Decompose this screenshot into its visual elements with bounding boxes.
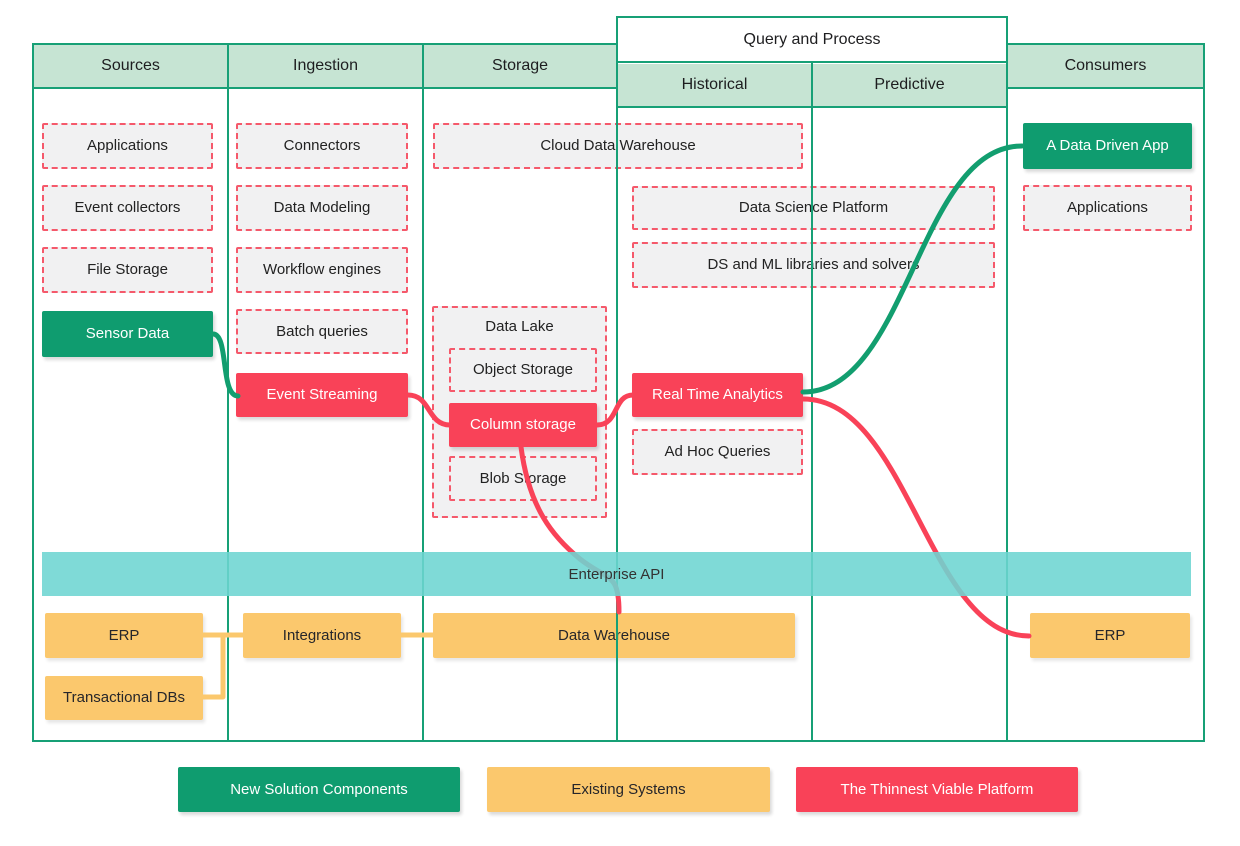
column-header-ingestion: Ingestion — [229, 45, 422, 87]
column-divider-sources-ingestion — [227, 43, 229, 741]
legend-thinnest-viable-platform: The Thinnest Viable Platform — [796, 767, 1078, 812]
enterprise-api-band: Enterprise API — [42, 552, 1191, 596]
node-storage-object-storage: Object Storage — [449, 348, 597, 392]
column-header-consumers-label: Consumers — [1064, 57, 1147, 74]
column-header-predictive: Predictive — [813, 64, 1006, 106]
node-query-ad-hoc-queries: Ad Hoc Queries — [632, 429, 803, 475]
node-storage-cloud-data-warehouse: Cloud Data Warehouse — [433, 123, 803, 169]
column-header-query-and-process-label: Query and Process — [743, 30, 881, 48]
node-ingestion-event-streaming: Event Streaming — [236, 373, 408, 417]
node-sources-event-collectors: Event collectors — [42, 185, 213, 231]
column-divider-right — [1203, 43, 1205, 741]
column-header-ingestion-label: Ingestion — [293, 57, 358, 74]
table-top-border-left — [32, 43, 618, 45]
column-divider-historical-predictive — [811, 63, 813, 741]
table-top-border-right — [1006, 43, 1205, 45]
subheader-bottom-border — [616, 106, 1008, 108]
node-sources-applications: Applications — [42, 123, 213, 169]
column-header-sources-label: Sources — [101, 57, 160, 74]
column-divider-storage-historical — [616, 16, 618, 741]
legend-new-solution-components: New Solution Components — [178, 767, 460, 812]
column-divider-predictive-consumers — [1006, 16, 1008, 741]
node-storage-column-storage: Column storage — [449, 403, 597, 447]
node-consumers-data-driven-app: A Data Driven App — [1023, 123, 1192, 169]
column-header-predictive-label: Predictive — [874, 76, 945, 93]
node-ingestion-data-modeling: Data Modeling — [236, 185, 408, 231]
node-sources-file-storage: File Storage — [42, 247, 213, 293]
connector-transactional-dbs-to-junction — [203, 637, 226, 700]
node-existing-erp-left: ERP — [45, 613, 203, 658]
node-storage-blob-storage: Blob Storage — [449, 456, 597, 501]
node-existing-data-warehouse: Data Warehouse — [433, 613, 795, 658]
column-header-historical-label: Historical — [681, 76, 748, 93]
node-ingestion-batch-queries: Batch queries — [236, 309, 408, 354]
column-header-storage: Storage — [424, 45, 616, 87]
node-consumers-applications: Applications — [1023, 185, 1192, 231]
node-existing-integrations: Integrations — [243, 613, 401, 658]
column-header-query-and-process: Query and Process — [616, 16, 1008, 63]
column-header-consumers: Consumers — [1008, 45, 1203, 87]
flow-real-time-analytics-to-erp — [800, 396, 1032, 639]
column-divider-ingestion-storage — [422, 43, 424, 741]
column-header-storage-label: Storage — [491, 57, 549, 74]
node-query-real-time-analytics: Real Time Analytics — [632, 373, 803, 417]
legend-existing-systems: Existing Systems — [487, 767, 770, 812]
header-bottom-border-consumers — [1006, 87, 1205, 89]
column-header-sources: Sources — [34, 45, 227, 87]
header-bottom-border-left — [32, 87, 618, 89]
node-existing-erp-right: ERP — [1030, 613, 1190, 658]
enterprise-api-label: Enterprise API — [568, 565, 665, 583]
column-divider-left — [32, 43, 34, 741]
column-header-historical: Historical — [618, 64, 811, 106]
node-existing-transactional-dbs: Transactional DBs — [45, 676, 203, 720]
node-ingestion-connectors: Connectors — [236, 123, 408, 169]
node-sources-sensor-data: Sensor Data — [42, 311, 213, 357]
table-bottom-border — [32, 740, 1205, 742]
node-query-ds-ml-libraries: DS and ML libraries and solvers — [632, 242, 995, 288]
node-query-data-science-platform: Data Science Platform — [632, 186, 995, 230]
flow-sensor-data-to-event-streaming — [210, 331, 241, 399]
node-ingestion-workflow-engines: Workflow engines — [236, 247, 408, 293]
